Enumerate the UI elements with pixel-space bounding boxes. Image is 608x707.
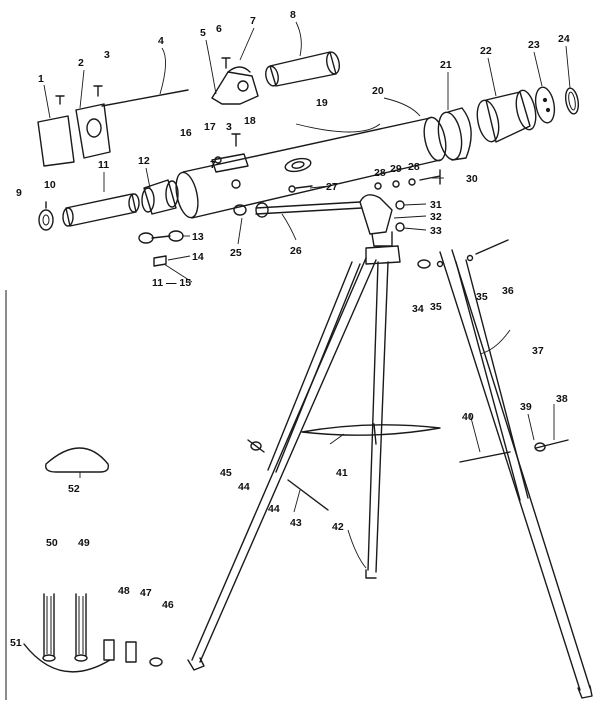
callout-1: 1 bbox=[38, 73, 44, 85]
focuser-body-12 bbox=[141, 179, 179, 215]
lens-cap-23 bbox=[534, 86, 556, 124]
tripod-left-leg bbox=[187, 257, 377, 671]
finder-bracket-5-6-7 bbox=[211, 57, 259, 105]
callout-17: 17 bbox=[204, 121, 216, 133]
part-47 bbox=[125, 641, 137, 663]
callout-35: 35 bbox=[430, 301, 442, 313]
callout-40: 40 bbox=[462, 411, 474, 423]
callout-24: 24 bbox=[558, 33, 570, 45]
callout-11: 11 bbox=[98, 159, 109, 171]
callout-44-b: 44 bbox=[268, 503, 280, 515]
callout-7: 7 bbox=[250, 15, 256, 27]
parts-28-29-30 bbox=[374, 169, 441, 190]
eyepiece-49 bbox=[74, 593, 88, 662]
callout-45: 45 bbox=[220, 467, 232, 479]
callout-37: 37 bbox=[532, 345, 544, 357]
slow-motion-rod-26 bbox=[233, 201, 363, 218]
leader-lines bbox=[43, 21, 571, 569]
eyepiece-9 bbox=[38, 201, 54, 231]
retaining-ring-24 bbox=[564, 87, 580, 115]
part-27 bbox=[288, 185, 313, 193]
callout-50: 50 bbox=[46, 537, 58, 549]
objective-cell-21 bbox=[437, 107, 472, 161]
eyepiece-holder-1-2 bbox=[37, 85, 189, 167]
callout-4: 4 bbox=[158, 35, 164, 47]
callout-44: 44 bbox=[238, 481, 250, 493]
callout-numbers: 1 2 3 3 4 5 6 7 7 8 9 10 11 12 13 14 11 … bbox=[10, 9, 570, 649]
draw-tube-11 bbox=[62, 193, 140, 227]
part-14 bbox=[153, 255, 167, 267]
leg-hardware-34-35-36 bbox=[417, 239, 509, 269]
tripod-right-leg-37 bbox=[439, 249, 593, 699]
callout-48: 48 bbox=[118, 585, 130, 597]
callout-8: 8 bbox=[290, 9, 296, 21]
tripod-center-leg bbox=[365, 261, 389, 579]
callout-28: 28 bbox=[374, 167, 386, 179]
callout-43: 43 bbox=[290, 517, 302, 529]
callout-51: 51 bbox=[10, 637, 22, 649]
callout-52: 52 bbox=[68, 483, 80, 495]
callout-46: 46 bbox=[162, 599, 174, 611]
part-small-bolts bbox=[231, 179, 241, 189]
callout-32: 32 bbox=[430, 211, 442, 223]
callout-38: 38 bbox=[556, 393, 568, 405]
callout-10: 10 bbox=[44, 179, 56, 191]
part-46 bbox=[149, 657, 163, 667]
callout-41: 41 bbox=[336, 467, 348, 479]
callout-31: 31 bbox=[430, 199, 442, 211]
callout-7-b: 7 bbox=[210, 159, 216, 171]
dew-shield-22 bbox=[476, 89, 537, 143]
leg-hardware-38-39-40 bbox=[459, 439, 569, 463]
part-48 bbox=[103, 639, 115, 661]
eyepiece-50 bbox=[42, 593, 56, 662]
callout-25: 25 bbox=[230, 247, 242, 259]
callout-23: 23 bbox=[528, 39, 540, 51]
callout-2: 2 bbox=[78, 57, 84, 69]
callout-18: 18 bbox=[244, 115, 256, 127]
bracket-51 bbox=[23, 643, 111, 673]
callout-27: 27 bbox=[326, 181, 338, 193]
callout-21: 21 bbox=[440, 59, 452, 71]
accessory-tray-diagram-52 bbox=[45, 447, 110, 473]
finder-scope-8 bbox=[265, 51, 340, 87]
callout-49: 49 bbox=[78, 537, 90, 549]
callout-39: 39 bbox=[520, 401, 532, 413]
altazimuth-mount-head bbox=[359, 194, 405, 247]
callout-3-b: 3 bbox=[226, 121, 232, 133]
callout-47: 47 bbox=[140, 587, 152, 599]
callout-14: 14 bbox=[192, 251, 204, 263]
callout-6: 6 bbox=[216, 23, 222, 35]
callout-42: 42 bbox=[332, 521, 344, 533]
tube-bracket-16-17-18 bbox=[211, 133, 249, 173]
callout-5: 5 bbox=[200, 27, 206, 39]
callout-30: 30 bbox=[466, 173, 478, 185]
callout-16: 16 bbox=[180, 127, 192, 139]
callout-20: 20 bbox=[372, 85, 384, 97]
callout-34: 34 bbox=[412, 303, 424, 315]
accessory-tray-41 bbox=[301, 423, 441, 445]
callout-22: 22 bbox=[480, 45, 492, 57]
callout-36: 36 bbox=[502, 285, 514, 297]
focus-knob-13 bbox=[138, 230, 184, 244]
leg-hardware-43-44-45 bbox=[247, 439, 329, 511]
callout-35-b: 35 bbox=[476, 291, 488, 303]
callout-13: 13 bbox=[192, 231, 204, 243]
callout-29: 29 bbox=[390, 163, 402, 175]
callout-28-b: 28 bbox=[408, 161, 420, 173]
callout-33: 33 bbox=[430, 225, 442, 237]
callout-3: 3 bbox=[104, 49, 110, 61]
callout-12: 12 bbox=[138, 155, 150, 167]
callout-26: 26 bbox=[290, 245, 302, 257]
tripod-head-plate bbox=[365, 245, 401, 265]
callout-19: 19 bbox=[316, 97, 328, 109]
callout-9: 9 bbox=[16, 187, 22, 199]
callout-15: 11 — 15 bbox=[152, 277, 191, 289]
